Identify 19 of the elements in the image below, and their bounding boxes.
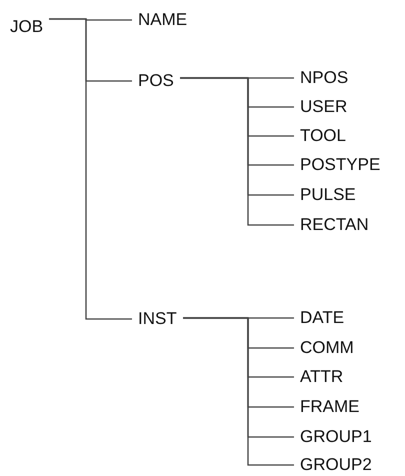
tree-label: FRAME <box>294 397 366 417</box>
tree-label: COMM <box>294 338 360 358</box>
tree-label: PULSE <box>294 185 362 205</box>
tree-label: NAME <box>132 10 194 30</box>
tree-connector <box>180 77 294 226</box>
tree-label: GROUP1 <box>294 427 378 447</box>
tree-label: POS <box>132 71 180 91</box>
tree-label: USER <box>294 97 354 117</box>
tree-label: ATTR <box>294 367 350 387</box>
tree-label: TOOL <box>294 126 352 146</box>
tree-connector <box>49 18 132 320</box>
tree-label: GROUP2 <box>294 455 378 475</box>
tree-label: POSTYPE <box>294 155 386 175</box>
tree-label: RECTAN <box>294 215 375 235</box>
tree-label: INST <box>132 309 183 329</box>
tree-label: NPOS <box>294 68 354 88</box>
tree-connector <box>183 317 294 466</box>
tree-label: JOB <box>4 17 50 37</box>
tree-label: DATE <box>294 308 350 328</box>
